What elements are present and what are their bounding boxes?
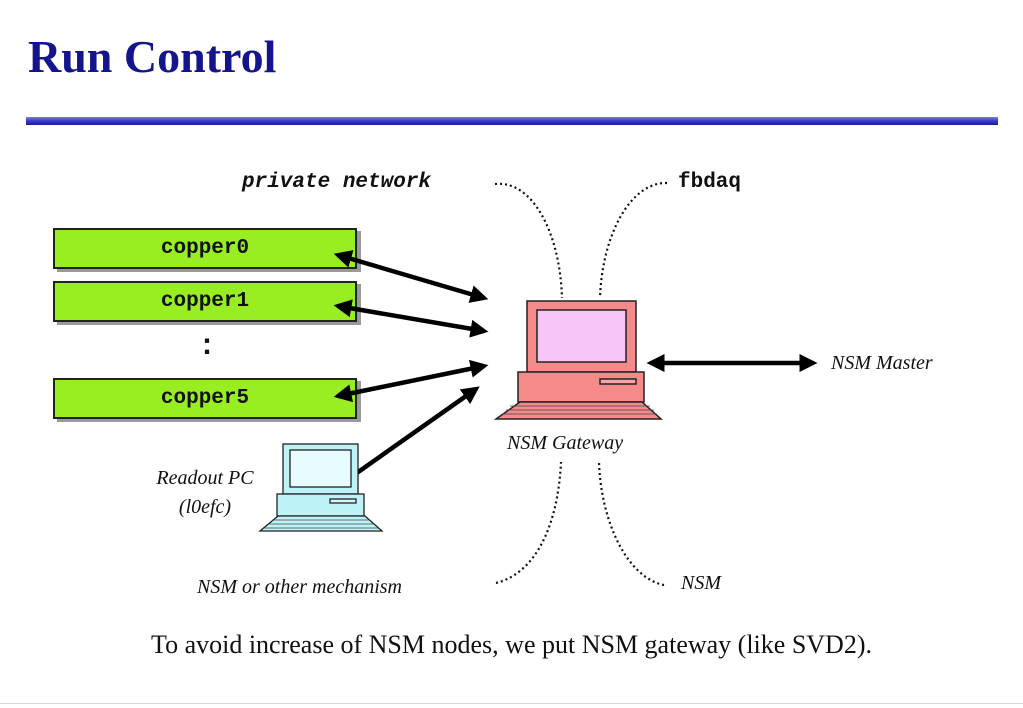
footer-divider	[0, 703, 1023, 704]
fbdaq-label: fbdaq	[678, 171, 742, 194]
copper5-box: copper5	[53, 378, 357, 419]
title-divider	[26, 117, 998, 125]
readout-pc-computer-icon	[258, 443, 384, 532]
nsm-other-link	[495, 461, 563, 585]
copper1-box: copper1	[53, 281, 357, 322]
readout-pc-host-label: (l0efc)	[178, 496, 232, 518]
copper0-box: copper0	[53, 228, 357, 269]
fbdaq-link	[598, 181, 668, 299]
nsm-link	[597, 461, 665, 587]
private-network-label: private network	[242, 171, 432, 194]
readout-pc-name-label: Readout PC	[156, 467, 254, 489]
arrow-copper5-gateway	[333, 359, 489, 403]
ellipsis-marker: :	[198, 330, 217, 364]
slide-caption: To avoid increase of NSM nodes, we put N…	[151, 630, 872, 659]
nsm-label: NSM	[681, 572, 721, 594]
arrow-copper0-gateway	[333, 250, 489, 303]
nsm-master-label: NSM Master	[831, 352, 933, 374]
gateway-computer-icon	[493, 300, 663, 420]
nsm-gateway-label: NSM Gateway	[507, 432, 624, 454]
page-title: Run Control	[28, 31, 277, 82]
nsm-or-other-label: NSM or other mechanism	[197, 576, 402, 598]
private-network-link	[494, 182, 564, 299]
arrow-copper1-gateway	[333, 299, 489, 338]
